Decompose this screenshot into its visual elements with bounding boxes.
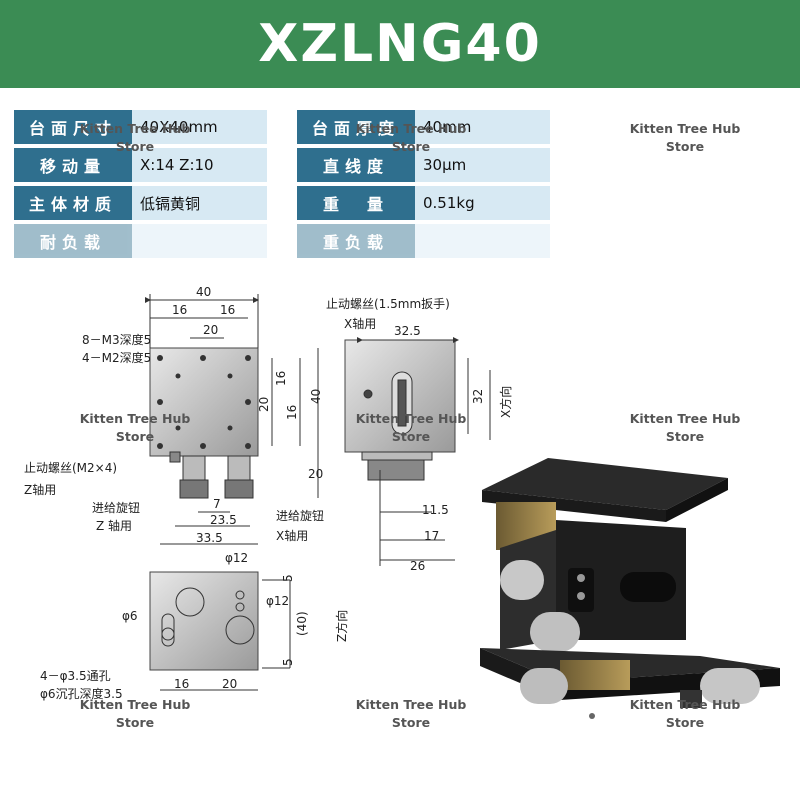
note-label: φ6沉孔深度3.5	[40, 686, 123, 701]
dim-label: 40	[196, 285, 211, 299]
product-title: XZLNG40	[258, 14, 542, 74]
spec-label: 直线度	[297, 148, 415, 182]
top-view	[145, 294, 319, 545]
spec-label: 台面厚度	[297, 110, 415, 144]
spec-value	[415, 224, 550, 258]
spec-row: 耐负载 重负载	[14, 224, 564, 258]
dim-label: Z方向	[334, 610, 349, 642]
spec-label: 主体材质	[14, 186, 132, 220]
dim-label: 20	[257, 397, 271, 412]
dim-label: 17	[424, 529, 439, 543]
dim-label: 7	[213, 497, 221, 511]
note-label: X轴用	[344, 316, 376, 331]
spec-row: 台面尺寸 40X40mm 台面厚度 40mm	[14, 110, 564, 144]
spec-label: 台面尺寸	[14, 110, 132, 144]
dim-label: 32	[471, 389, 485, 404]
dim-label: φ12	[266, 594, 289, 608]
note-label: 进给旋钮	[276, 508, 324, 523]
dim-label: (40)	[295, 611, 309, 636]
spec-value	[132, 224, 267, 258]
spec-label: 重 量	[297, 186, 415, 220]
spec-row: 移动量 X:14 Z:10 直线度 30μm	[14, 148, 564, 182]
bottom-view	[149, 571, 291, 691]
dim-label: 32.5	[394, 324, 421, 338]
dim-label: 16	[220, 303, 235, 317]
bottom-view-labels: φ12 φ12 φ6 5 (40) 5 Z方向 4－φ3.5通孔 φ6沉孔深度3…	[40, 551, 349, 701]
dim-label: 16	[274, 371, 288, 386]
dim-label: 20	[222, 677, 237, 691]
dim-label: 11.5	[422, 503, 449, 517]
dim-label: 16	[172, 303, 187, 317]
side-view	[344, 337, 491, 566]
spec-value: 40X40mm	[132, 110, 267, 144]
spec-value: 0.51kg	[415, 186, 550, 220]
product-photo	[480, 458, 780, 719]
dim-label: 16	[285, 405, 299, 420]
note-label: 4－M2深度5	[82, 350, 151, 365]
spec-value: 30μm	[415, 148, 550, 182]
spec-table: 台面尺寸 40X40mm 台面厚度 40mm 移动量 X:14 Z:10 直线度…	[14, 110, 564, 262]
note-label: 8－M3深度5	[82, 332, 151, 347]
dim-label: 26	[410, 559, 425, 573]
dim-label: 20	[308, 467, 323, 481]
note-label: 止动螺丝(1.5mm扳手)	[326, 297, 450, 311]
spec-value: 40mm	[415, 110, 550, 144]
spec-value: 低镉黄铜	[132, 186, 267, 220]
note-label: 止动螺丝(M2×4)	[24, 461, 117, 475]
dim-label: X方向	[498, 386, 513, 418]
dim-label: 16	[174, 677, 189, 691]
spec-row: 主体材质 低镉黄铜 重 量 0.51kg	[14, 186, 564, 220]
note-label: Z轴用	[24, 482, 56, 497]
note-label: 进给旋钮	[92, 500, 140, 515]
spec-value: X:14 Z:10	[132, 148, 267, 182]
dim-label: φ12	[225, 551, 248, 565]
note-label: X轴用	[276, 528, 308, 543]
dim-label: 20	[203, 323, 218, 337]
dim-label: φ6	[122, 609, 138, 623]
dim-label: 33.5	[196, 531, 223, 545]
title-banner: XZLNG40	[0, 0, 800, 88]
dim-label: 23.5	[210, 513, 237, 527]
spec-label: 耐负载	[14, 224, 132, 258]
top-view-labels: 40 16 16 20 8－M3深度5 4－M2深度5 16 20 16 40 …	[24, 285, 324, 545]
side-view-labels: 止动螺丝(1.5mm扳手) X轴用 32.5 32 X方向 11.5 17 26	[326, 297, 513, 573]
note-label: Z 轴用	[96, 518, 132, 533]
dim-label: 5	[281, 658, 295, 666]
dim-label: 40	[309, 389, 323, 404]
spec-label: 重负载	[297, 224, 415, 258]
note-label: 4－φ3.5通孔	[40, 669, 111, 683]
spec-label: 移动量	[14, 148, 132, 182]
dim-label: 5	[281, 574, 295, 582]
